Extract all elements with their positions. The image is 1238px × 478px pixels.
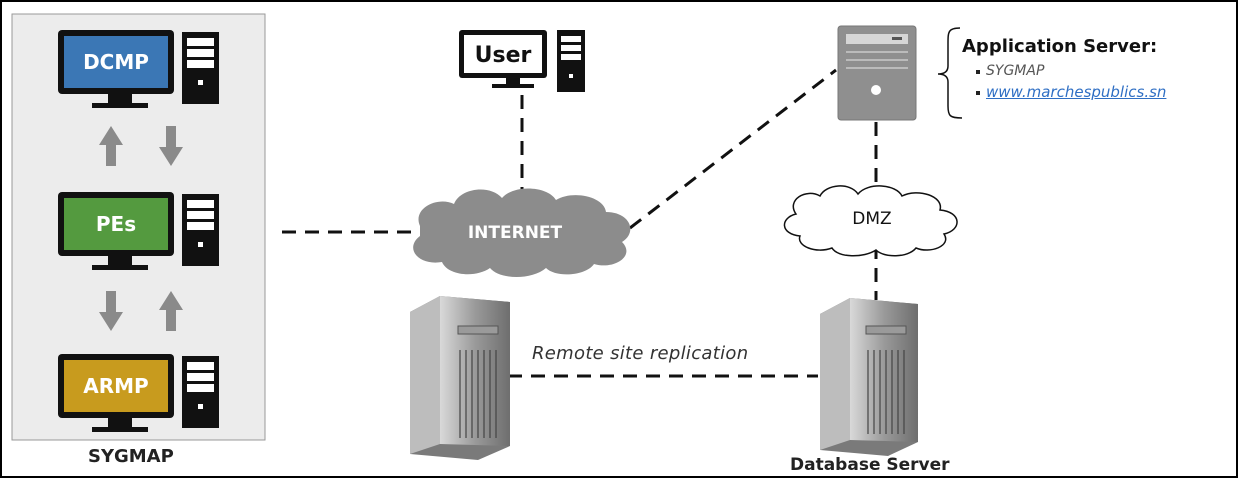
user-tower-icon	[557, 30, 585, 92]
arrow-up-icon	[99, 126, 123, 166]
dcmp-workstation	[58, 30, 219, 108]
sync-arrows-bottom	[99, 291, 183, 331]
application-server-icon	[837, 25, 917, 121]
app-server-title: Application Server:	[962, 36, 1158, 57]
app-server-item-website-link[interactable]: www.marchespublics.sn	[986, 83, 1167, 101]
bullet-icon	[976, 91, 980, 95]
internet-appserver-link	[629, 68, 837, 230]
arrow-up-icon	[159, 291, 183, 331]
armp-screen	[64, 360, 168, 412]
replication-server-icon	[410, 296, 510, 460]
database-server-icon	[820, 298, 918, 456]
armp-workstation	[58, 354, 219, 432]
database-server-label: Database Server	[790, 455, 950, 475]
internet-label: INTERNET	[468, 223, 563, 243]
pes-label: PEs	[96, 212, 136, 236]
arrow-down-icon	[99, 291, 123, 331]
user-workstation	[459, 30, 585, 92]
pes-screen	[64, 198, 168, 250]
dcmp-tower-icon	[182, 32, 219, 104]
dcmp-screen	[64, 36, 168, 88]
replication-label: Remote site replication	[532, 343, 749, 364]
sync-arrows-top	[99, 126, 183, 166]
user-label: User	[475, 43, 532, 68]
network-links	[282, 68, 878, 378]
dmz-label: DMZ	[852, 209, 891, 229]
bullet-icon	[976, 70, 980, 74]
pes-workstation	[58, 192, 219, 270]
armp-label: ARMP	[83, 374, 148, 398]
dcmp-label: DCMP	[83, 50, 149, 74]
app-server-brace	[937, 27, 963, 119]
pes-tower-icon	[182, 194, 219, 266]
arrow-down-icon	[159, 126, 183, 166]
dmz-cloud-icon	[783, 185, 958, 257]
app-server-item-sygmap: SYGMAP	[986, 63, 1045, 79]
armp-tower-icon	[182, 356, 219, 428]
sygmap-caption: SYGMAP	[88, 446, 174, 467]
internet-cloud-icon	[413, 188, 631, 277]
